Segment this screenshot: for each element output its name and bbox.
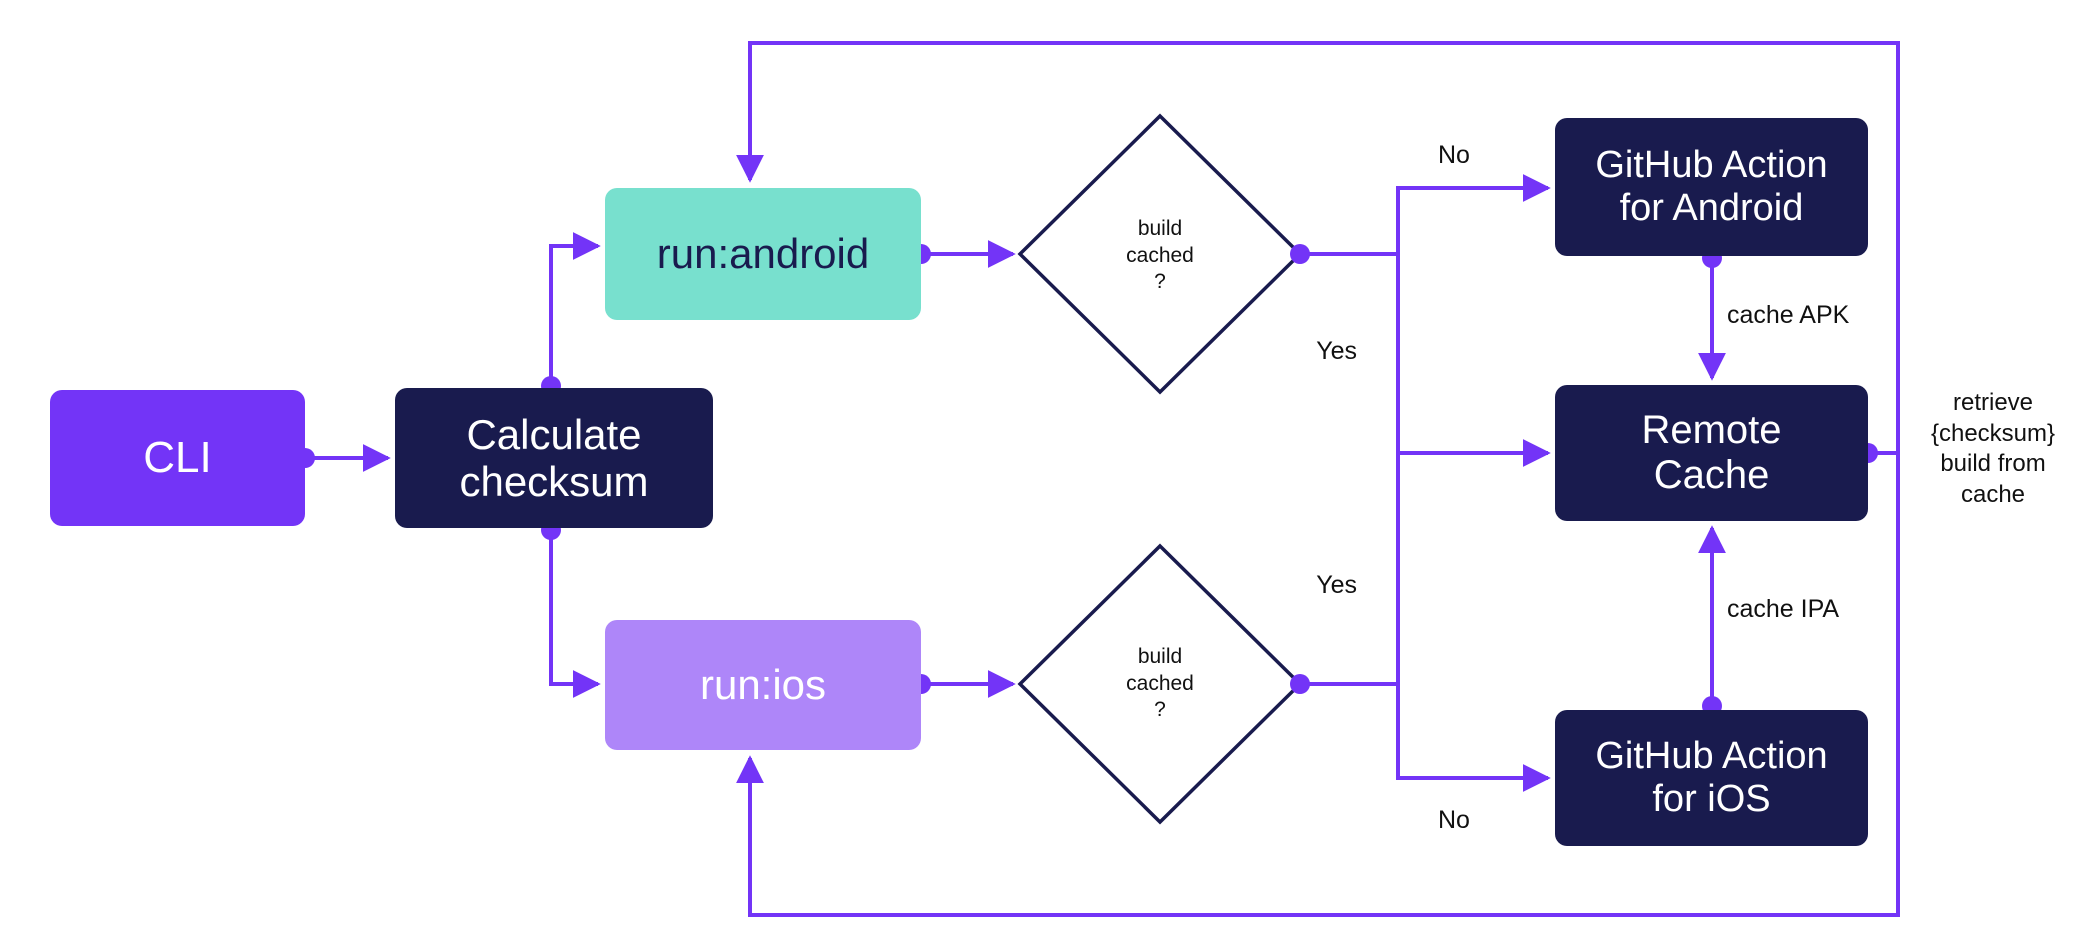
node-calculate-checksum[interactable]: Calculate checksum [395,388,713,528]
port-dot-decision-android-out [1290,244,1310,264]
decision-diamond-ios [1017,543,1303,825]
edge-loop-top-to-android [736,41,1900,453]
edge-label-no-ios: No [1438,806,1470,834]
edge-label-yes-android: Yes [1316,337,1357,365]
edge-loop-bottom-to-ios [736,453,1900,917]
edge-android-yes [1396,254,1551,467]
edge-label-cache-apk: cache APK [1727,301,1850,329]
edge-label-yes-ios: Yes [1316,571,1357,599]
edge-label-retrieve-build: retrieve {checksum} build from cache [1930,389,2056,509]
port-dot-decision-ios-out [1290,674,1310,694]
edge-label-cache-ipa: cache IPA [1727,595,1840,623]
node-run-android[interactable]: run:android [605,188,921,320]
node-cli[interactable]: CLI [50,390,305,526]
edge-checksum-to-android [549,232,601,386]
edge-android-no [1396,174,1551,254]
node-github-action-android[interactable]: GitHub Action for Android [1555,118,1868,256]
node-run-ios[interactable]: run:ios [605,620,921,750]
edge-label-no-android: No [1438,141,1470,169]
node-remote-cache[interactable]: Remote Cache [1555,385,1868,521]
node-github-action-ios[interactable]: GitHub Action for iOS [1555,710,1868,846]
decision-diamond-android [1017,113,1303,395]
edge-ios-no [1396,684,1551,792]
edge-checksum-to-ios [549,530,601,698]
